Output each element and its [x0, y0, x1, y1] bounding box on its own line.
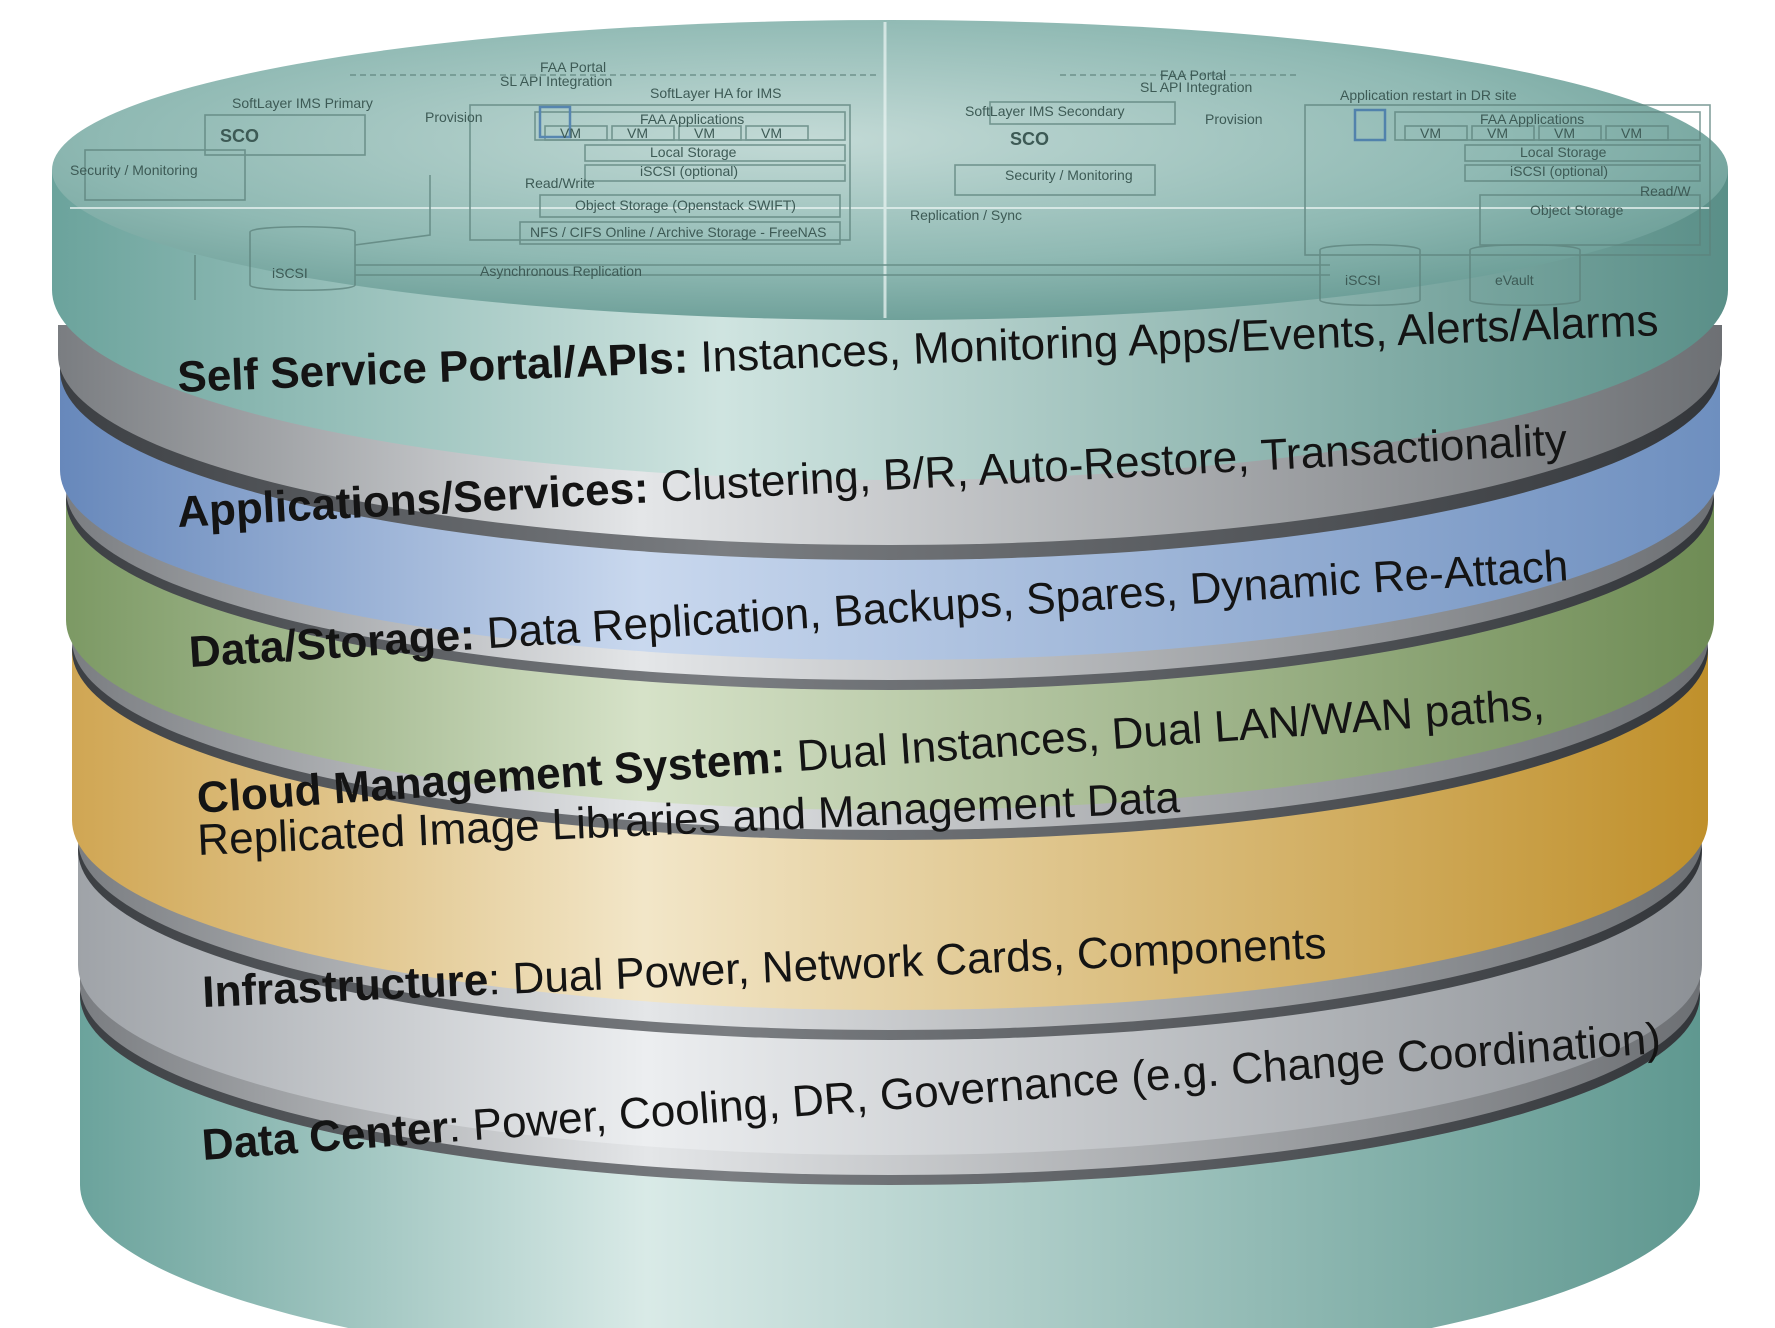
left-ims-label: SoftLayer IMS Primary — [232, 95, 373, 111]
right-evault: eVault — [1495, 272, 1534, 288]
left-ha-label: SoftLayer HA for IMS — [650, 85, 782, 101]
left-provision-label: Provision — [425, 109, 483, 125]
right-vm-1: VM — [1420, 125, 1441, 141]
right-local-storage: Local Storage — [1520, 144, 1607, 160]
right-read-write: Read/W — [1640, 183, 1691, 199]
right-restart-label: Application restart in DR site — [1340, 87, 1517, 103]
top-face-diagram — [70, 22, 1711, 318]
left-api-label: SL API Integration — [500, 73, 612, 89]
top-face-labels: FAA Portal SL API Integration SoftLayer … — [70, 59, 1691, 288]
left-nfs: NFS / CIFS Online / Archive Storage - Fr… — [530, 224, 826, 240]
right-apps-label: FAA Applications — [1480, 111, 1584, 127]
left-read-write: Read/Write — [525, 175, 595, 191]
right-security-label: Security / Monitoring — [1005, 167, 1133, 183]
right-iscsi: iSCSI — [1345, 272, 1381, 288]
left-sco-label: SCO — [220, 126, 259, 146]
async-replication-label: Asynchronous Replication — [480, 263, 642, 279]
top-face — [52, 20, 1728, 320]
right-object-storage: Object Storage — [1530, 202, 1624, 218]
right-provision-label: Provision — [1205, 111, 1263, 127]
left-vm-1: VM — [560, 125, 581, 141]
left-vm-4: VM — [761, 125, 782, 141]
right-portal-label: FAA Portal — [1160, 67, 1226, 83]
left-security-label: Security / Monitoring — [70, 162, 198, 178]
left-iscsi-opt: iSCSI (optional) — [640, 163, 738, 179]
replication-sync-label: Replication / Sync — [910, 207, 1022, 223]
right-iscsi-opt: iSCSI (optional) — [1510, 163, 1608, 179]
right-ims-label: SoftLayer IMS Secondary — [965, 103, 1125, 119]
right-vm-4: VM — [1621, 125, 1642, 141]
left-object-storage: Object Storage (Openstack SWIFT) — [575, 197, 796, 213]
left-vm-2: VM — [627, 125, 648, 141]
right-vm-3: VM — [1554, 125, 1575, 141]
right-api-label: SL API Integration — [1140, 79, 1252, 95]
left-local-storage: Local Storage — [650, 144, 737, 160]
right-vm-2: VM — [1487, 125, 1508, 141]
left-iscsi: iSCSI — [272, 265, 308, 281]
left-portal-label: FAA Portal — [540, 59, 606, 75]
left-apps-label: FAA Applications — [640, 111, 744, 127]
left-vm-3: VM — [694, 125, 715, 141]
right-sco-label: SCO — [1010, 129, 1049, 149]
